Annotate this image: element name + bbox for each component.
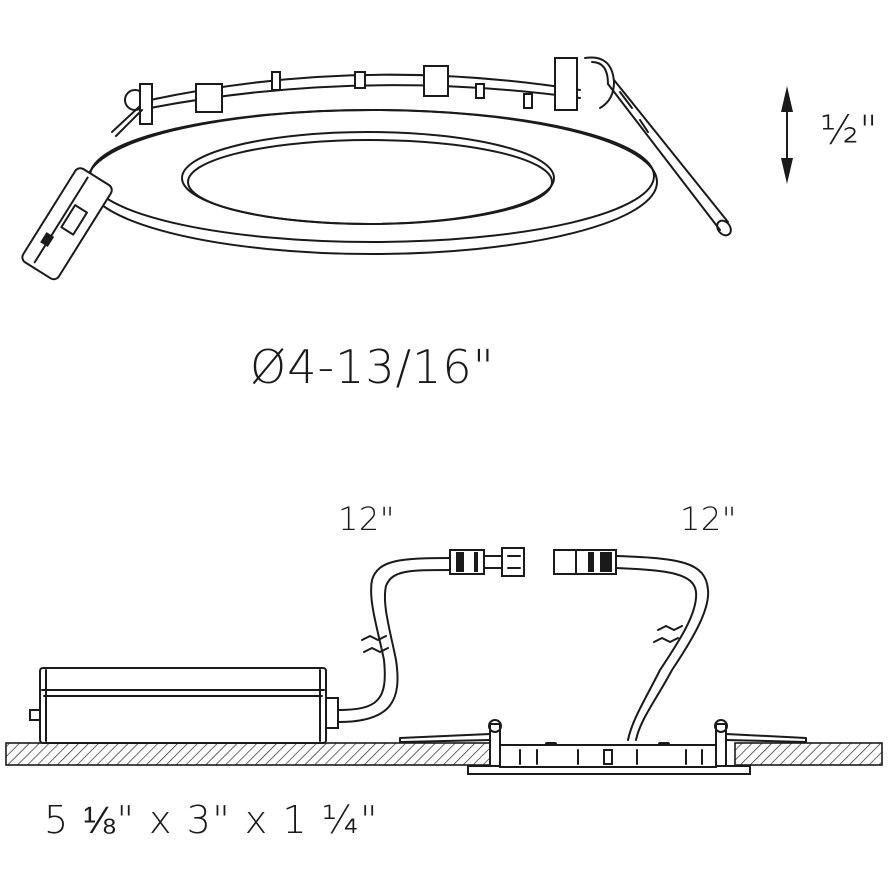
ceiling-section <box>5 742 883 766</box>
fixture-perspective-drawing <box>21 56 732 281</box>
spring-clip-left <box>111 83 153 137</box>
cable-right-length-label: 12" <box>680 500 737 538</box>
driver-box <box>29 667 339 744</box>
height-dimension-arrow <box>781 86 793 184</box>
fixture-diameter-label: Ø4-13/16" <box>250 340 495 394</box>
fixture-height-label: ½" <box>820 108 879 154</box>
fixture-installed-side-view <box>399 719 807 775</box>
cable-connector-female <box>553 549 617 575</box>
cable-right <box>615 555 710 741</box>
driver-box-size-label: 5 ⅛" x 3" x 1 ¼" <box>44 798 379 842</box>
cable-left-length-label: 12" <box>338 500 395 538</box>
connector-left-tab <box>21 167 113 281</box>
spring-clip-right <box>584 56 732 237</box>
cable-left <box>337 557 451 723</box>
cable-connector-male <box>449 547 525 577</box>
